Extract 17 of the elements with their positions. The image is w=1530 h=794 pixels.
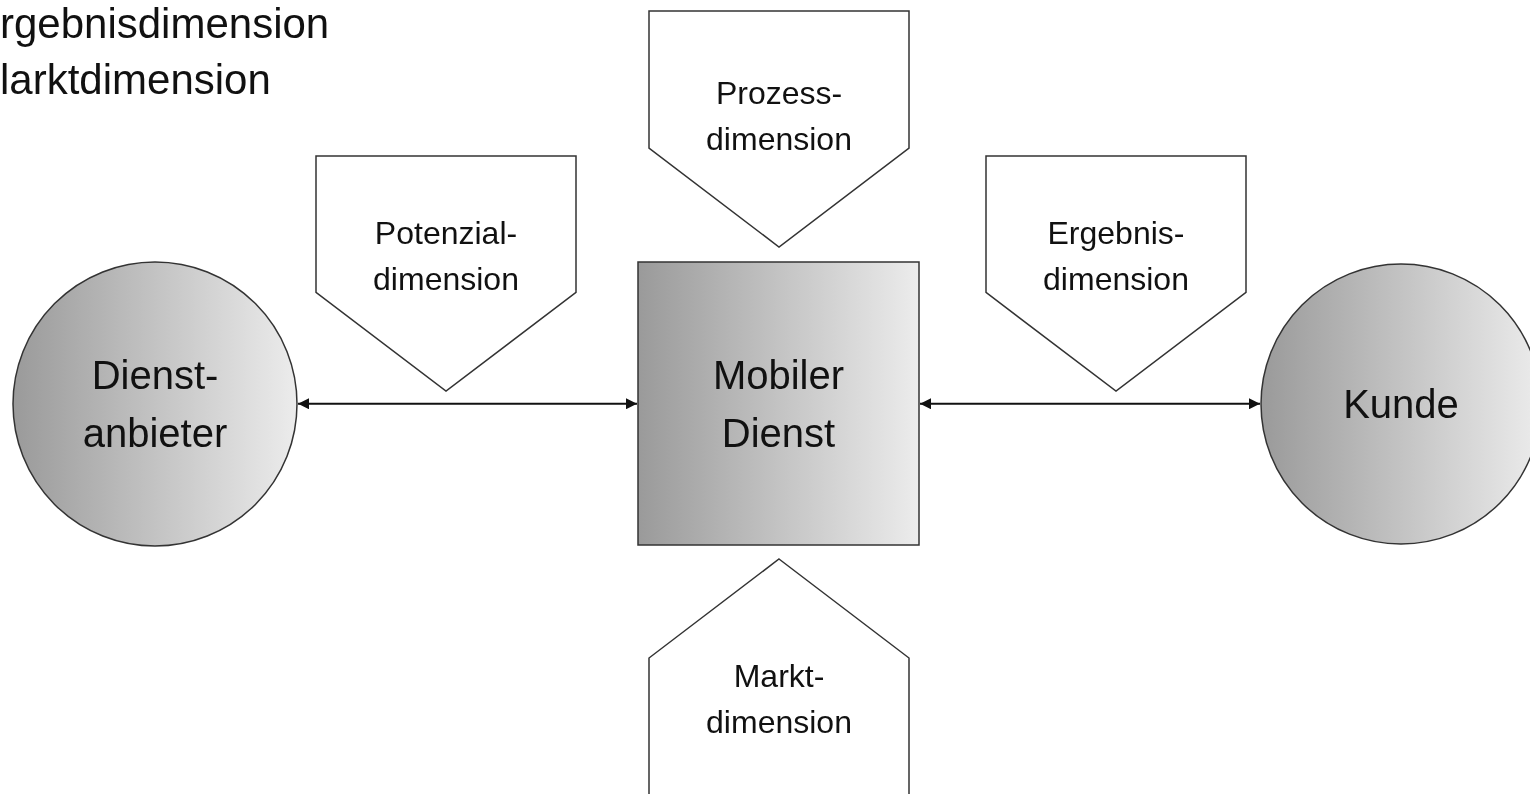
- node-label: Potenzial- dimension: [372, 214, 520, 300]
- cut-off-text: rgebnisdimension: [0, 0, 330, 48]
- process-box: [637, 261, 920, 546]
- pentagon-box: [648, 558, 910, 794]
- double-arrow: [919, 398, 1261, 410]
- cut-off-text: larktdimension: [0, 56, 271, 104]
- pentagon-box: [315, 155, 577, 392]
- node-label: Markt- dimension: [705, 657, 853, 743]
- double-arrow: [297, 398, 638, 410]
- node-label: Mobiler Dienst: [711, 351, 846, 457]
- node-label: Kunde: [1342, 381, 1460, 428]
- node-label: Prozess- dimension: [705, 74, 853, 160]
- node-label: Dienst- anbieter: [81, 352, 229, 457]
- pentagon-box: [985, 155, 1247, 392]
- circle-node: [12, 261, 298, 547]
- node-label: Ergebnis- dimension: [1042, 214, 1190, 300]
- pentagon-box: [648, 10, 910, 248]
